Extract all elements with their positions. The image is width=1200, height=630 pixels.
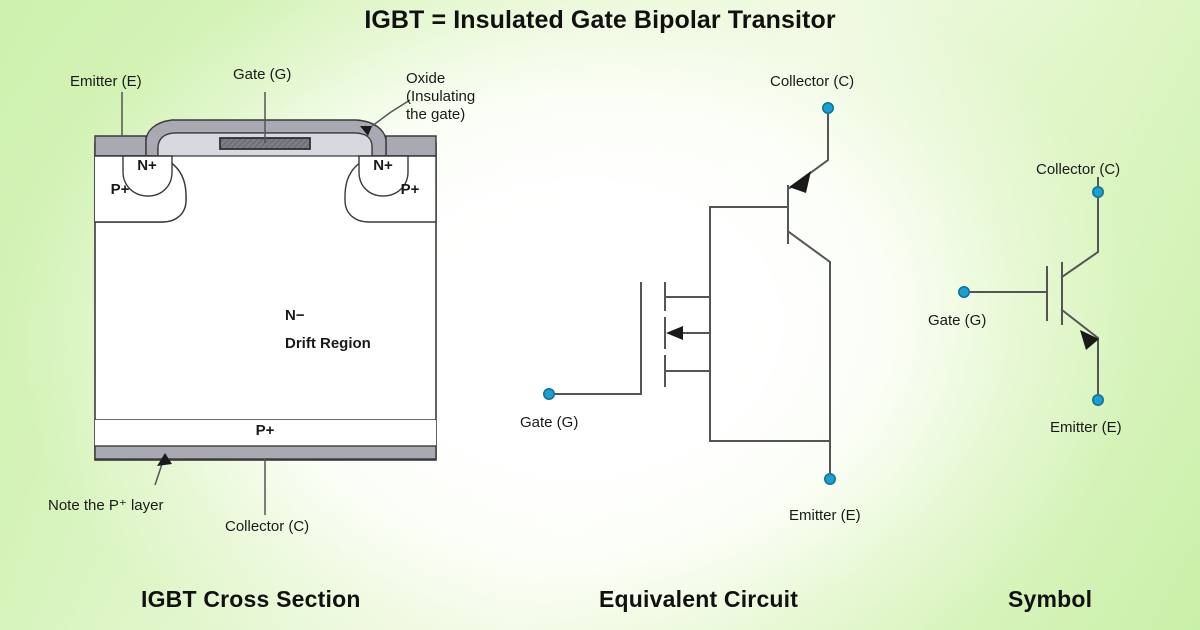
page-title: IGBT = Insulated Gate Bipolar Transitor — [364, 6, 836, 34]
sym-emitter-lead — [1060, 308, 1099, 394]
sym-label-gate: Gate (G) — [928, 312, 987, 329]
sym-gate-terminal[interactable] — [957, 285, 970, 298]
ec-pnp-collector-lead — [787, 230, 831, 479]
sym-label-collector: Collector (C) — [1036, 161, 1121, 178]
label-drift-symbol: N− — [285, 307, 305, 324]
ec-body-arrowhead — [666, 326, 683, 340]
ec-gate-lead — [550, 385, 642, 395]
sym-label-emitter: Emitter (E) — [1050, 419, 1122, 436]
caption-cross-section: IGBT Cross Section — [141, 586, 361, 612]
sym-collector-lead — [1060, 177, 1099, 279]
oxide-arrowhead — [360, 126, 372, 136]
caption-symbol: Symbol — [1008, 586, 1093, 612]
sym-emitter-arrowhead — [1080, 330, 1099, 350]
label-n-plus-left: N+ — [137, 157, 157, 174]
caption-equivalent-circuit: Equivalent Circuit — [599, 586, 799, 612]
ec-gate-terminal[interactable] — [542, 387, 555, 400]
label-p-plus-left: P+ — [111, 181, 130, 198]
ec-label-emitter: Emitter (E) — [789, 507, 861, 524]
cs-label-oxide-line1: Oxide — [406, 70, 446, 87]
ec-label-collector: Collector (C) — [770, 73, 855, 90]
ec-emitter-terminal[interactable] — [823, 472, 836, 485]
cs-label-emitter: Emitter (E) — [70, 73, 142, 90]
ec-source-rail — [709, 370, 831, 442]
cs-label-oxide-line2: (Insulating — [406, 88, 476, 105]
label-n-plus-right: N+ — [373, 157, 393, 174]
label-p-plus-bottom: P+ — [256, 422, 275, 439]
label-drift-region: Drift Region — [285, 335, 371, 352]
note-arrowhead — [157, 453, 172, 466]
bottom-layers — [94, 419, 437, 460]
cs-label-gate: Gate (G) — [233, 66, 292, 83]
ec-base-wire — [709, 206, 789, 395]
sym-collector-terminal[interactable] — [1092, 186, 1105, 199]
n-plus-regions — [122, 155, 409, 197]
cs-label-collector: Collector (C) — [225, 518, 310, 535]
cross-section-leaders — [121, 92, 411, 515]
ec-pnp-emitter-arrowhead — [789, 171, 811, 193]
ec-collector-terminal[interactable] — [821, 102, 834, 115]
sym-emitter-terminal[interactable] — [1092, 393, 1105, 406]
label-p-plus-right: P+ — [401, 181, 420, 198]
ec-label-gate: Gate (G) — [520, 414, 579, 431]
cs-label-oxide-line3: the gate) — [406, 106, 466, 123]
cs-label-note: Note the P⁺ layer — [48, 497, 164, 514]
